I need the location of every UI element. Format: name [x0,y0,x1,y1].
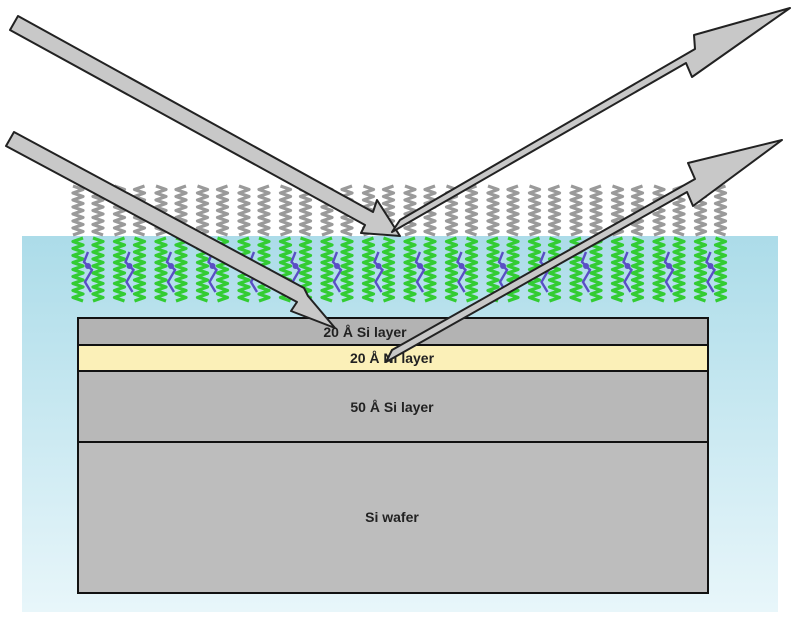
neutron-beams [5,7,791,363]
label-si-mid: 50 Å Si layer [350,399,434,415]
protein-helix-bundle [154,184,188,303]
reflected-beam-lower [385,139,783,363]
incident-beam-upper [9,15,401,237]
label-si-wafer: Si wafer [365,509,419,525]
substrate-stack: 20 Å Si layer 20 Å Ni layer 50 Å Si laye… [77,317,709,594]
protein-helix-bundle [527,184,562,303]
layer-si-wafer [77,441,709,594]
label-si-top: 20 Å Si layer [323,324,407,340]
reflected-beam-upper [391,7,791,233]
incident-beam-lower [5,131,336,329]
layer-si-top [77,317,709,346]
protein-helix-bundle [486,184,520,303]
protein-helix-bundle [403,184,437,303]
